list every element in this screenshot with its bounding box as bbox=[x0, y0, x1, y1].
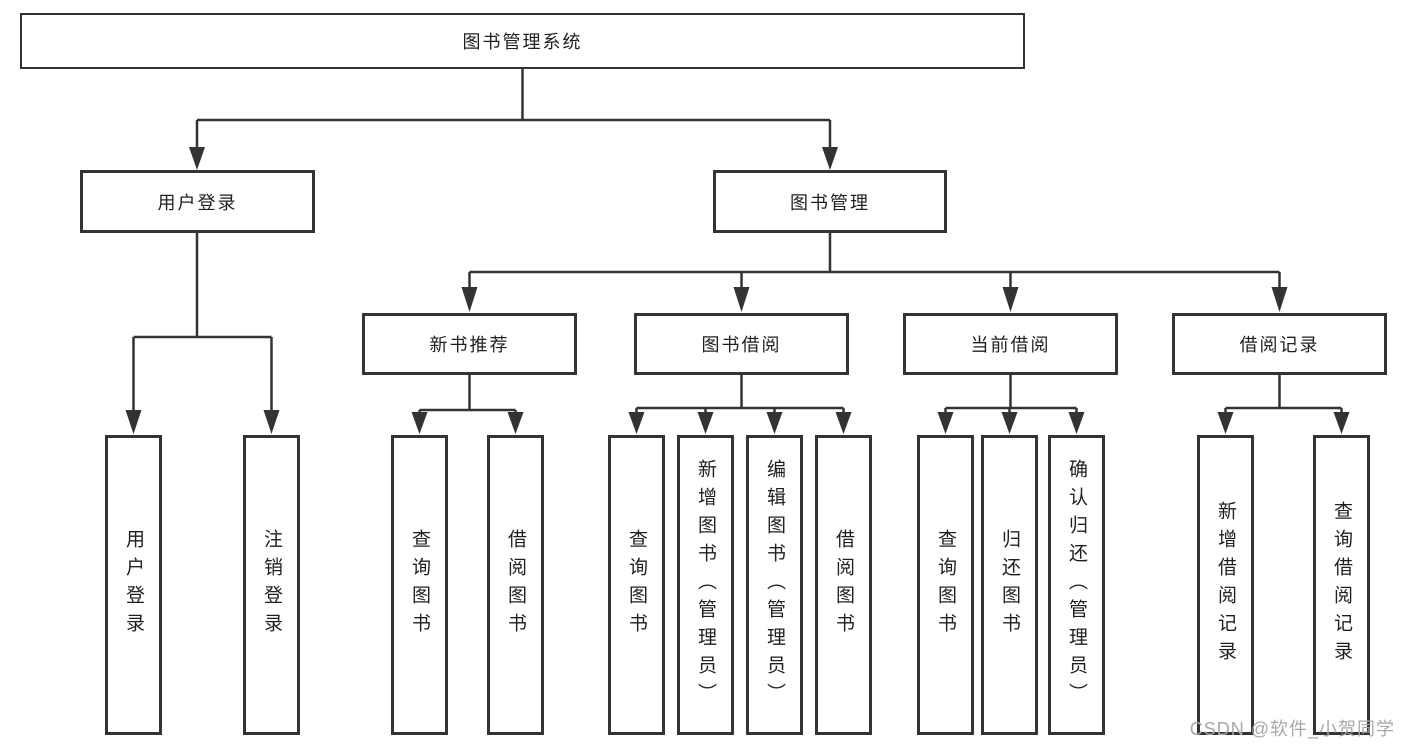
arrowhead-icon bbox=[263, 410, 280, 434]
connector-user-login-to-leaves bbox=[132, 233, 273, 412]
node-label: 当前借阅 bbox=[970, 335, 1051, 355]
leaf-add-borrow-record: 新增借阅记录 bbox=[1197, 435, 1254, 735]
connector-borrow-records-to-leaves bbox=[1224, 375, 1343, 414]
leaf-logout: 注销登录 bbox=[243, 435, 300, 735]
arrowhead-icon bbox=[835, 412, 852, 434]
node-label: 借阅图书 bbox=[833, 529, 854, 641]
arrowhead-icon bbox=[697, 412, 714, 434]
node-system-root: 图书管理系统 bbox=[20, 13, 1025, 69]
arrowhead-icon bbox=[461, 287, 478, 312]
node-label: 注销登录 bbox=[261, 529, 282, 641]
leaf-add-books-admin: 新增图书（管理员） bbox=[677, 435, 734, 735]
leaf-borrow-books-recommend: 借阅图书 bbox=[487, 435, 544, 735]
node-label: 确认归还（管理员） bbox=[1066, 459, 1087, 711]
connector-root-to-level2 bbox=[195, 69, 832, 149]
leaf-query-books-current: 查询图书 bbox=[917, 435, 974, 735]
csdn-watermark: CSDN @软件_小贺同学 bbox=[1189, 719, 1395, 739]
node-label: 归还图书 bbox=[999, 529, 1020, 641]
node-new-book-recommend: 新书推荐 bbox=[362, 313, 577, 375]
node-label: 用户登录 bbox=[157, 192, 238, 213]
connector-book-mgmt-to-level3 bbox=[468, 233, 1281, 288]
node-label: 新增图书（管理员） bbox=[695, 459, 716, 711]
arrowheads bbox=[125, 147, 1350, 434]
node-book-borrow: 图书借阅 bbox=[634, 313, 849, 375]
arrowhead-icon bbox=[125, 410, 142, 434]
arrowhead-icon bbox=[1068, 412, 1085, 434]
arrowhead-icon bbox=[1217, 412, 1234, 434]
arrowhead-icon bbox=[733, 287, 750, 312]
node-label: 查询图书 bbox=[626, 529, 647, 641]
node-book-management: 图书管理 bbox=[713, 170, 947, 233]
node-label: 图书借阅 bbox=[701, 335, 782, 355]
node-label: 查询图书 bbox=[409, 529, 430, 641]
node-label: 图书管理系统 bbox=[462, 32, 583, 52]
node-label: 编辑图书（管理员） bbox=[764, 459, 785, 711]
connector-current-borrow-to-leaves bbox=[944, 375, 1078, 414]
node-user-login: 用户登录 bbox=[80, 170, 315, 233]
arrowhead-icon bbox=[507, 412, 524, 434]
leaf-query-borrow-record: 查询借阅记录 bbox=[1313, 435, 1370, 735]
arrowhead-icon bbox=[1271, 287, 1288, 312]
node-label: 新增借阅记录 bbox=[1215, 501, 1236, 669]
leaf-query-books-recommend: 查询图书 bbox=[391, 435, 448, 735]
arrowhead-icon bbox=[1001, 412, 1018, 434]
node-label: 借阅记录 bbox=[1239, 335, 1320, 355]
node-label: 用户登录 bbox=[123, 529, 144, 641]
leaf-edit-books-admin: 编辑图书（管理员） bbox=[746, 435, 803, 735]
arrowhead-icon bbox=[1333, 412, 1350, 434]
node-current-borrow: 当前借阅 bbox=[903, 313, 1118, 375]
leaf-borrow-books: 借阅图书 bbox=[815, 435, 872, 735]
leaf-query-books-borrow: 查询图书 bbox=[608, 435, 665, 735]
node-label: 借阅图书 bbox=[505, 529, 526, 641]
arrowhead-icon bbox=[189, 147, 205, 170]
arrowhead-icon bbox=[411, 412, 428, 434]
leaf-return-books: 归还图书 bbox=[981, 435, 1038, 735]
arrowhead-icon bbox=[822, 147, 838, 170]
leaf-user-login: 用户登录 bbox=[105, 435, 162, 735]
connector-segments bbox=[132, 69, 1343, 414]
arrowhead-icon bbox=[1002, 287, 1019, 312]
leaf-confirm-return-admin: 确认归还（管理员） bbox=[1048, 435, 1105, 735]
node-label: 图书管理 bbox=[790, 192, 870, 213]
node-borrow-records: 借阅记录 bbox=[1172, 313, 1387, 375]
connector-book-borrow-to-leaves bbox=[635, 375, 845, 414]
node-label: 新书推荐 bbox=[429, 335, 510, 355]
arrowhead-icon bbox=[766, 412, 783, 434]
arrowhead-icon bbox=[628, 412, 645, 434]
connector-new-book-to-leaves bbox=[418, 375, 517, 414]
node-label: 查询借阅记录 bbox=[1331, 501, 1352, 669]
node-label: 查询图书 bbox=[935, 529, 956, 641]
arrowhead-icon bbox=[937, 412, 954, 434]
